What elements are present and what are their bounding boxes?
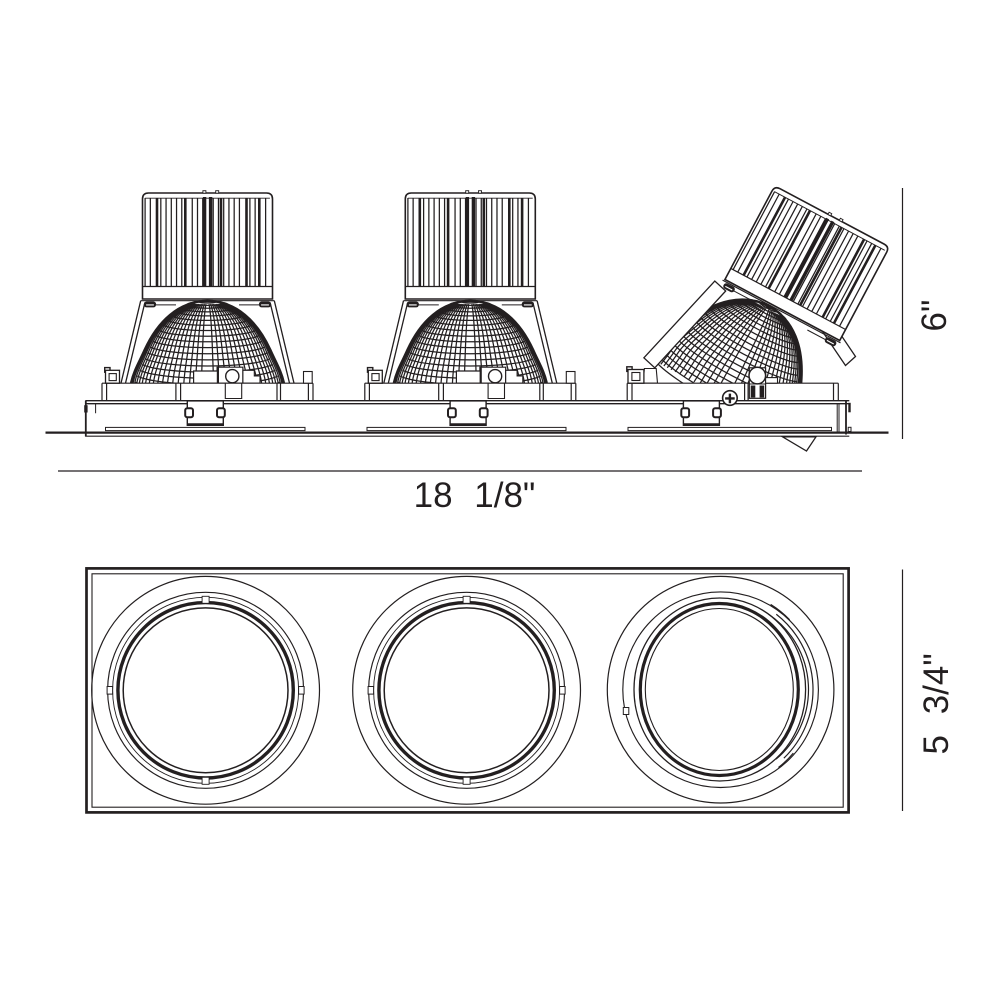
svg-text:18 1/8": 18 1/8" (414, 476, 536, 515)
svg-text:6": 6" (915, 300, 954, 332)
svg-text:5 3/4": 5 3/4" (917, 653, 956, 754)
